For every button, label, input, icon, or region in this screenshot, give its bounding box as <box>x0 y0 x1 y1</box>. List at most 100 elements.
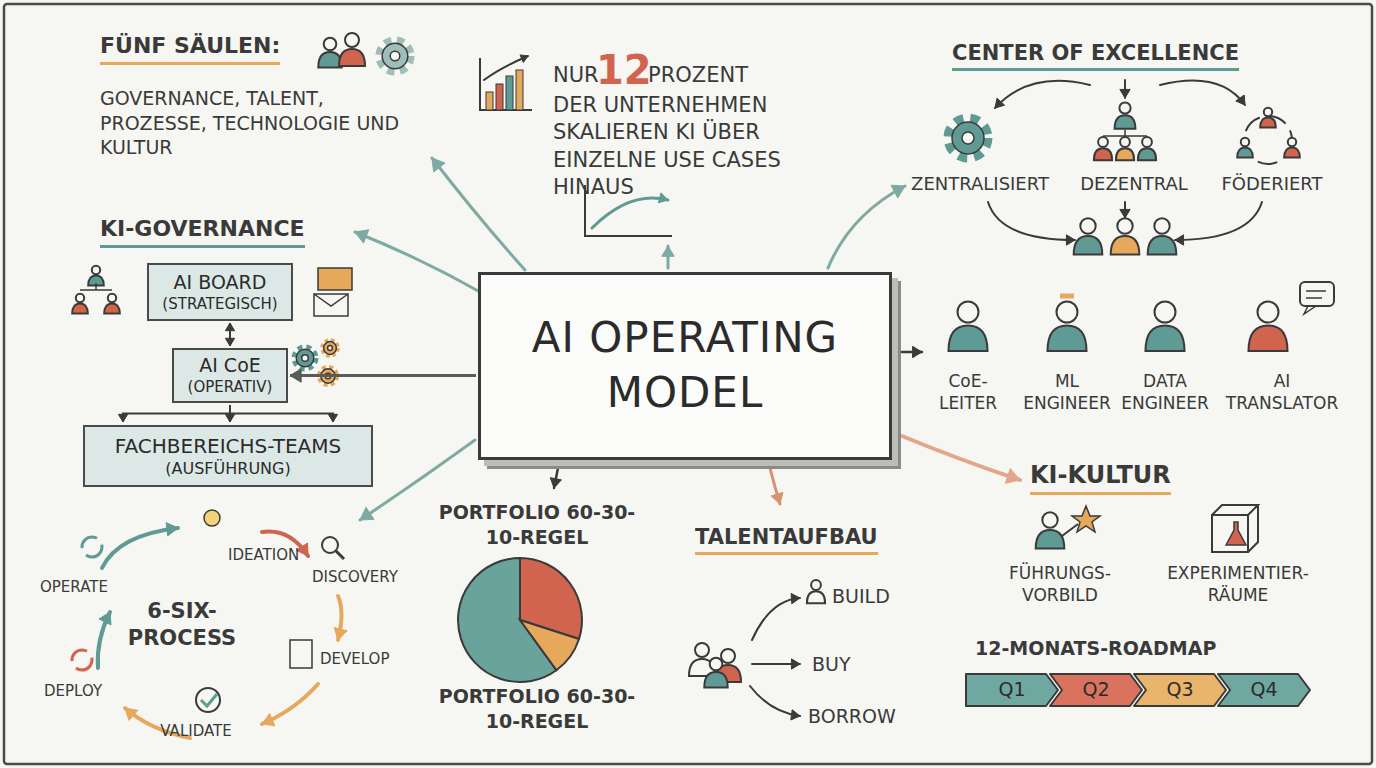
person-icon <box>104 294 120 314</box>
process-box: AI CoE(OPERATIV) <box>172 348 288 403</box>
text-label: PROZENT <box>648 62 748 89</box>
arrow-line <box>988 202 1075 240</box>
chart-bar <box>486 92 493 110</box>
person-body <box>1111 236 1140 255</box>
speech-bubble <box>1300 282 1334 306</box>
text-label: PORTFOLIO 60-30-10-REGEL <box>422 684 652 733</box>
gear-teeth <box>379 40 411 72</box>
text-label: IDEATION <box>228 546 299 566</box>
person-icon <box>1115 102 1136 128</box>
arrow-head <box>118 414 127 422</box>
arrow-head <box>225 323 234 331</box>
person-head <box>1154 218 1169 233</box>
chevron-outline <box>1134 674 1226 706</box>
magnifier-icon <box>322 537 338 553</box>
person-head <box>1241 138 1249 146</box>
person-icon <box>1146 302 1185 352</box>
cycle-icon <box>72 650 92 670</box>
person-head <box>1155 302 1176 323</box>
person-head <box>1119 102 1130 113</box>
person-head <box>108 294 116 302</box>
gear-body <box>952 122 984 154</box>
person-body <box>1284 147 1300 157</box>
node-title: Q2 <box>1082 678 1109 702</box>
person-head <box>811 580 821 590</box>
arrow-head <box>771 492 783 504</box>
arrow-head <box>355 230 369 243</box>
text-label: FÜHRUNGS- VORBILD <box>995 562 1125 606</box>
gear-body <box>382 43 408 69</box>
person-body <box>1074 236 1103 255</box>
person-head <box>324 38 337 51</box>
org-line <box>80 283 112 290</box>
person-body <box>339 49 365 66</box>
arrow-head <box>99 612 111 625</box>
chart-bar <box>496 84 503 110</box>
letter-icon <box>314 294 348 306</box>
roadmap-chevron: Q1 <box>964 672 1060 708</box>
text-label: CoE- LEITER <box>923 370 1013 414</box>
connector <box>290 369 476 382</box>
person-icon <box>1036 512 1065 548</box>
hard-hat <box>1060 294 1074 299</box>
person-icon <box>1074 218 1103 254</box>
document-icon <box>290 640 312 668</box>
check-icon <box>196 688 220 712</box>
person-head <box>710 658 723 671</box>
person-head <box>721 649 735 663</box>
node-title: FACHBEREICHS-TEAMS <box>97 434 359 459</box>
node-title: Q3 <box>1166 678 1193 702</box>
connector-line <box>290 374 476 377</box>
arrow-head <box>225 338 234 346</box>
arrow-head <box>1120 209 1130 218</box>
node-subtitle: (OPERATIV) <box>186 378 274 397</box>
person-body <box>1146 326 1185 352</box>
arrow-head <box>662 246 674 256</box>
person-head <box>345 33 359 47</box>
text-label: FÜNF SÄULEN: <box>100 32 280 65</box>
central-box: AI OPERATING MODEL <box>478 272 892 460</box>
person-icon <box>1249 302 1288 352</box>
text-label: ML ENGINEER <box>1017 370 1117 414</box>
roadmap-chevron: Q3 <box>1132 672 1228 708</box>
gear-hole <box>390 51 400 61</box>
pie-slice <box>520 620 579 670</box>
gear-teeth <box>294 347 316 369</box>
text-label: KI-GOVERNANCE <box>100 215 305 248</box>
arrow-head <box>913 346 922 357</box>
text-label: 6-SIX- PROCESS <box>112 598 252 653</box>
arrow-head <box>328 414 337 422</box>
arrow-line <box>902 436 1020 480</box>
node-subtitle: (STRATEGISCH) <box>161 295 279 314</box>
arrow-head <box>791 659 800 669</box>
person-icon <box>1138 137 1156 160</box>
text-label: KI-KULTUR <box>1030 460 1171 495</box>
text-label: PORTFOLIO 60-30-10-REGEL <box>422 500 652 549</box>
cycle-icon <box>82 537 102 557</box>
arrow-head <box>1005 469 1020 484</box>
person-icon <box>704 658 727 688</box>
person-head <box>1258 302 1279 323</box>
text-label: EXPERIMENTIER- RÄUME <box>1158 562 1318 606</box>
arrow-line <box>995 81 1090 108</box>
person-head <box>1120 137 1130 147</box>
text-label: DEVELOP <box>320 650 389 670</box>
person-icon <box>1237 138 1253 158</box>
text-label: AI TRANSLATOR <box>1217 370 1347 414</box>
person-icon <box>1094 137 1112 160</box>
node-title: AI BOARD <box>161 271 279 295</box>
arrow-head <box>791 710 800 720</box>
text-label: VALIDATE <box>146 722 246 742</box>
arrow-head <box>1236 95 1245 105</box>
person-body <box>1138 148 1156 160</box>
arrow-line <box>355 232 480 292</box>
chevron-outline <box>1050 674 1142 706</box>
person-head <box>1288 138 1296 146</box>
person-head <box>92 266 100 274</box>
book-icon <box>318 268 352 290</box>
arrow-head <box>1175 235 1184 245</box>
arrow-head <box>550 478 561 488</box>
arrow-line <box>1160 81 1245 106</box>
arrow-line <box>102 528 178 568</box>
